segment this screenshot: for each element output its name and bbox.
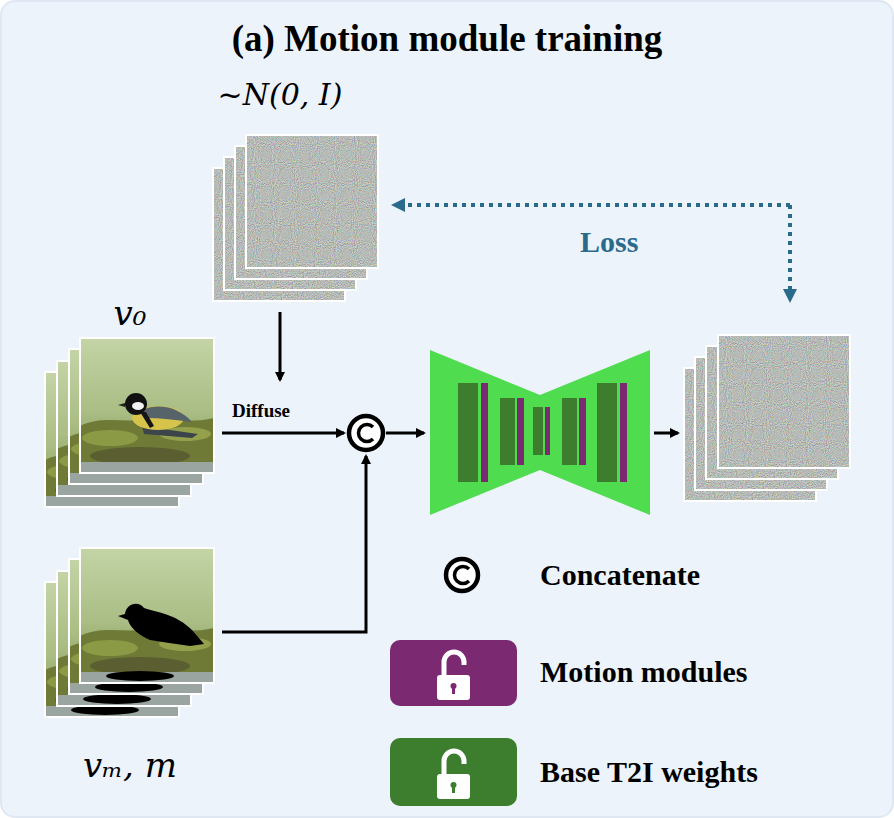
stack-node: ~N(0, I) bbox=[190, 76, 370, 308]
legend-text-wrap: Concatenate bbox=[540, 555, 700, 595]
diagram-title: (a) Motion module training bbox=[232, 16, 663, 62]
legend-text-wrap: Base T2I weights bbox=[540, 752, 758, 792]
loss-label: Loss bbox=[580, 224, 638, 260]
diffuse-label: Diffuse bbox=[232, 398, 290, 423]
node-label: ~N(0, I) bbox=[218, 76, 343, 114]
legend-text: Concatenate bbox=[540, 555, 700, 595]
legend-swatch bbox=[390, 738, 517, 806]
legend-text: Motion modules bbox=[540, 652, 748, 692]
legend-swatch bbox=[390, 640, 517, 706]
node-label: v₀ bbox=[114, 292, 147, 334]
node-label: vₘ, m bbox=[83, 744, 177, 786]
title-wrap: (a) Motion module training bbox=[0, 16, 894, 62]
diffuse-label-wrap: Diffuse bbox=[232, 398, 290, 423]
loss-label-wrap: Loss bbox=[580, 224, 638, 260]
legend-text-wrap: Motion modules bbox=[540, 652, 748, 692]
stack-node: vₘ, m bbox=[30, 736, 230, 786]
legend-text: Base T2I weights bbox=[540, 752, 758, 792]
stack-node: v₀ bbox=[40, 292, 220, 338]
